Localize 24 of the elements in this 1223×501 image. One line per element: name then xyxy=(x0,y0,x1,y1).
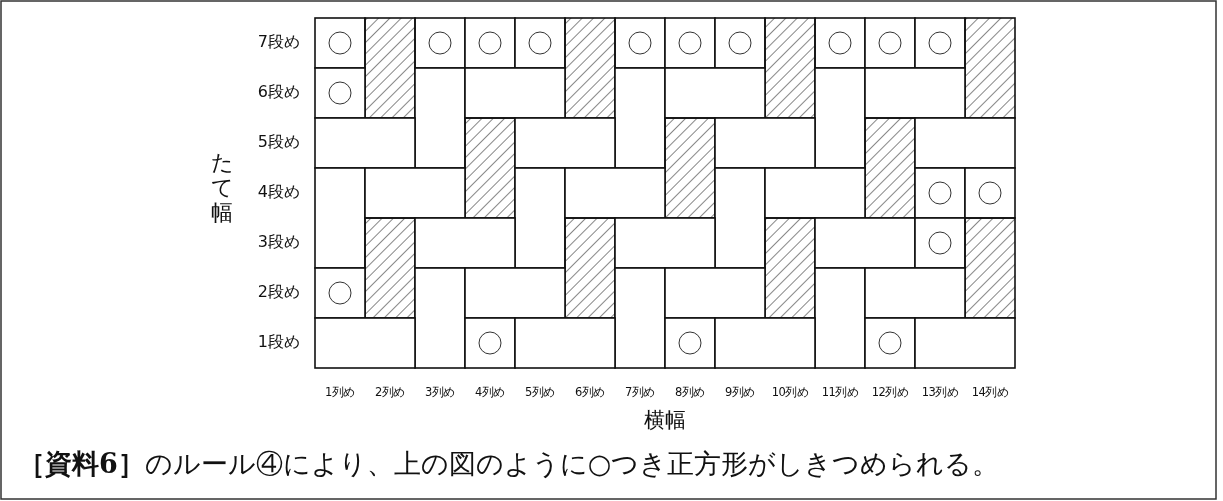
column-label: 2列め xyxy=(374,384,406,400)
axis-label: たて幅 xyxy=(210,150,234,225)
column-label: 11列め xyxy=(820,384,860,400)
row-label: 3段め xyxy=(257,231,300,253)
column-label: 14列め xyxy=(970,384,1010,400)
row-label: 1段め xyxy=(257,331,300,353)
column-label: 9列め xyxy=(724,384,756,400)
column-label: 8列め xyxy=(674,384,706,400)
row-label: 6段め xyxy=(257,81,300,103)
column-label: 5列め xyxy=(524,384,556,400)
column-label: 7列め xyxy=(624,384,656,400)
column-label: 3列め xyxy=(424,384,456,400)
column-label: 6列め xyxy=(574,384,606,400)
column-label: 1列め xyxy=(324,384,356,400)
row-label: 2段め xyxy=(257,281,300,303)
caption-text: ［資料6］のルール④により、上の図のように○つき正方形がしきつめられる。 xyxy=(18,447,1000,481)
row-label: 4段め xyxy=(257,181,300,203)
row-label: 7段め xyxy=(257,31,300,53)
column-label: 10列め xyxy=(770,384,810,400)
column-label: 4列め xyxy=(474,384,506,400)
column-label: 12列め xyxy=(870,384,910,400)
axis-label: 横幅 xyxy=(643,407,687,434)
column-label: 13列め xyxy=(920,384,960,400)
row-label: 5段め xyxy=(257,131,300,153)
